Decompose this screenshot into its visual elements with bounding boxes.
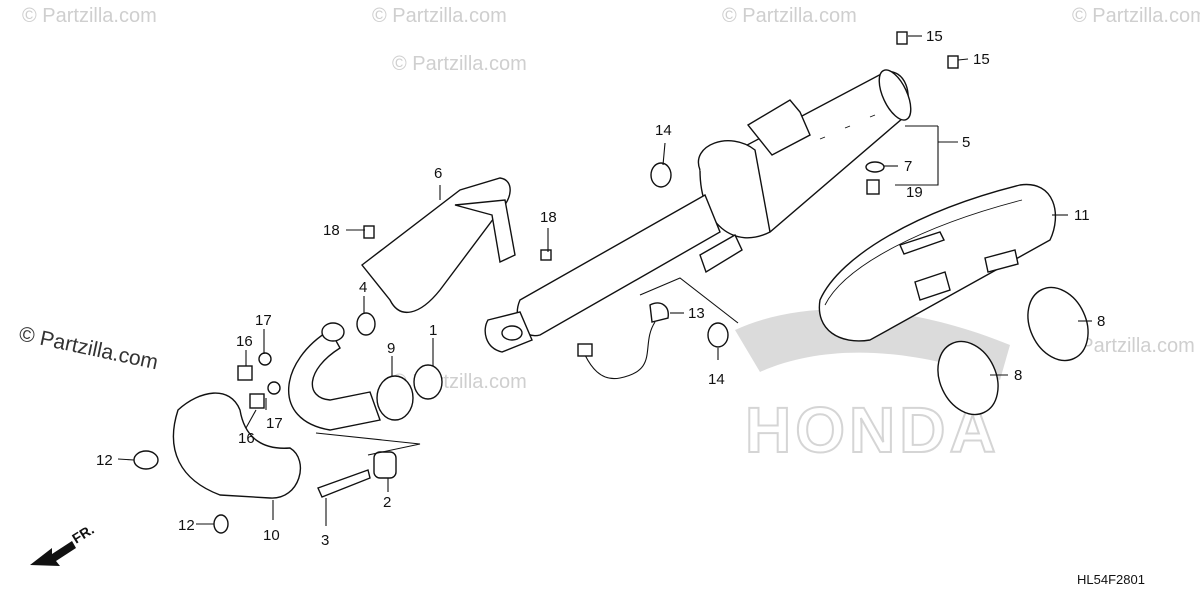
callout-18: 18 [540,209,557,226]
callout-5: 5 [962,134,970,151]
bolt-18-right [540,249,552,261]
watermark: © Partzilla.com [1060,335,1195,357]
callout-11: 11 [1074,207,1090,224]
washer-17-upper [258,352,272,366]
bolt-15-lower [947,55,959,69]
callout-14: 14 [708,371,725,388]
grommet-14-lower [707,322,729,348]
callout-12: 12 [178,517,195,534]
callout-16: 16 [238,430,255,447]
clamp-12-lower [213,514,229,534]
watermark-row: © Partzilla.com © Partzilla.com © Partzi… [22,5,1200,393]
callout-16: 16 [236,333,253,350]
callout-8: 8 [1097,313,1105,330]
callout-15: 15 [973,51,990,68]
watermark: © Partzilla.com [22,5,157,27]
brand-watermark: © Partzilla.com [17,322,160,374]
nut-16-lower [249,393,265,409]
sensor-harness [584,321,656,380]
gasket-1 [413,364,443,400]
callout-17: 17 [266,415,283,432]
washer-17-lower [267,381,281,395]
exhaust-pipe-protector [361,177,511,313]
band-lower [937,340,999,416]
callout-15: 15 [926,28,943,45]
clamp-12-upper [133,450,159,470]
callout-13: 13 [688,305,705,322]
washer-7 [865,161,885,173]
callout-4: 4 [359,279,367,296]
callout-9: 9 [387,340,395,357]
callout-6: 6 [434,165,442,182]
muffler-protector [818,183,1057,342]
sensor-connector [577,343,593,357]
band-upper [1027,286,1089,362]
callout-14: 14 [655,122,672,139]
callout-8: 8 [1014,367,1022,384]
bolt-18-left [363,225,375,239]
callout-17: 17 [255,312,272,329]
callout-2: 2 [383,494,391,511]
grommet-14-upper [650,162,672,188]
callout-1: 1 [429,322,437,339]
callout-7: 7 [904,158,912,175]
pipe-flange [321,322,345,342]
callout-3: 3 [321,532,329,549]
leader-lines [117,35,1092,526]
spring-2 [373,451,397,479]
bolt-15-upper [896,31,908,45]
watermark: © Partzilla.com [372,5,507,27]
callout-labels: 15 15 5 7 19 11 8 8 14 14 13 6 18 18 4 1… [96,28,1105,549]
front-direction-arrow: FR. [30,521,97,566]
watermark: © Partzilla.com [722,5,857,27]
joint-9 [376,375,414,421]
o2-sensor-13 [649,302,669,323]
muffler [484,69,912,353]
watermark: © Partzilla.com [392,53,527,75]
callout-19: 19 [906,184,923,201]
callout-10: 10 [263,527,280,544]
diagram-code: HL54F2801 [1077,572,1145,587]
exhaust-pipe [288,329,381,431]
exhaust-pipe-cover [172,392,301,499]
bolt-3 [317,469,371,498]
protector-bracket [454,199,516,264]
bolt-19 [866,179,880,195]
callout-12: 12 [96,452,113,469]
nut-16-upper [237,365,253,381]
direction-label: FR. [69,521,97,547]
watermark: © Partzilla.com [1072,5,1200,27]
callout-18: 18 [323,222,340,239]
gasket-4 [356,312,376,336]
